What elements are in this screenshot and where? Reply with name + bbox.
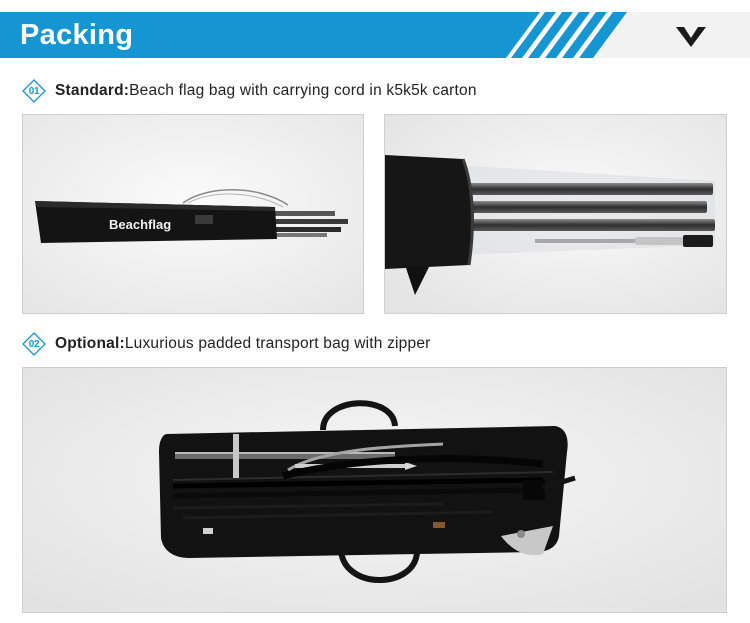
banner-stripes bbox=[471, 12, 750, 58]
section-description: Luxurious padded transport bag with zipp… bbox=[124, 335, 431, 352]
page-title: Packing bbox=[20, 19, 134, 51]
section-optional-heading: 02 Optional:Luxurious padded transport b… bbox=[22, 332, 431, 356]
section-description: Beach flag bag with carrying cord in k5k… bbox=[129, 82, 477, 99]
chevron-down-icon[interactable] bbox=[676, 27, 706, 47]
section-number: 02 bbox=[28, 338, 40, 350]
diamond-badge-icon bbox=[22, 79, 46, 103]
section-standard-heading: 01 Standard:Beach flag bag with carrying… bbox=[22, 79, 477, 103]
diamond-badge-icon bbox=[22, 332, 46, 356]
section-text: Standard:Beach flag bag with carrying co… bbox=[55, 82, 477, 100]
section-number: 01 bbox=[28, 85, 40, 97]
photo-transport-bag bbox=[22, 367, 727, 613]
section-label: Optional: bbox=[55, 335, 125, 352]
photo-standard-bag: Beachflag bbox=[22, 114, 364, 314]
section-number-badge: 01 bbox=[22, 79, 46, 103]
header-banner: Packing bbox=[0, 0, 750, 62]
section-label: Standard: bbox=[55, 82, 130, 99]
photo-standard-poles bbox=[384, 114, 727, 314]
bag-print: Beachflag bbox=[109, 217, 171, 232]
section-text: Optional:Luxurious padded transport bag … bbox=[55, 335, 431, 353]
title-bar bbox=[0, 12, 505, 58]
section-number-badge: 02 bbox=[22, 332, 46, 356]
